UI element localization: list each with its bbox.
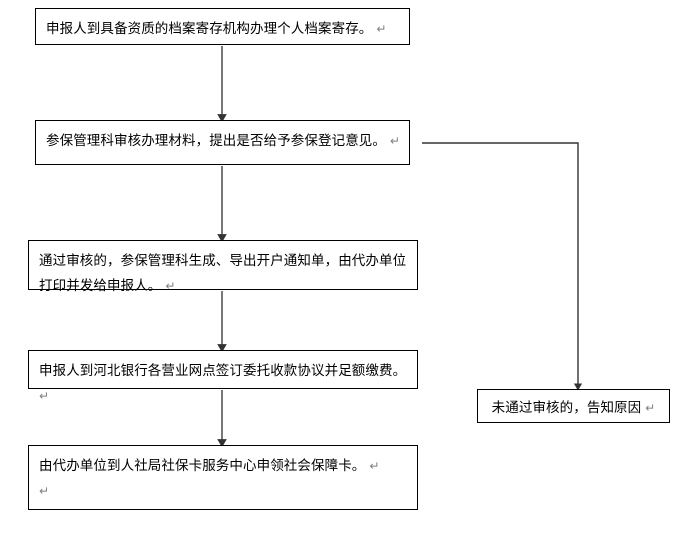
flow-node-rejected-notify-reason-label: 未通过审核的，告知原因 ↵ bbox=[491, 400, 656, 416]
paragraph-mark-second-line-icon: ↵ bbox=[39, 484, 50, 498]
flow-node-archive-deposit-label: 申报人到具备资质的档案寄存机构办理个人档案寄存。 ↵ bbox=[46, 21, 387, 37]
flow-node-approved-generate-notice[interactable]: 通过审核的，参保管理科生成、导出开户通知单，由代办单位打印并发给申报人。 ↵ bbox=[28, 240, 418, 294]
flow-node-review-materials[interactable]: 参保管理科审核办理材料，提出是否给予参保登记意见。 ↵ bbox=[35, 120, 410, 165]
flow-node-bank-agreement-payment[interactable]: 申报人到河北银行各营业网点签订委托收款协议并足额缴费。 ↵ bbox=[28, 350, 418, 403]
flow-node-bank-agreement-payment-label: 申报人到河北银行各营业网点签订委托收款协议并足额缴费。 ↵ bbox=[39, 363, 411, 403]
flow-node-social-security-card-label: 由代办单位到人社局社保卡服务中心申领社会保障卡。 ↵ bbox=[39, 458, 380, 474]
arrow-node2-to-node6 bbox=[422, 142, 583, 391]
flow-node-archive-deposit[interactable]: 申报人到具备资质的档案寄存机构办理个人档案寄存。 ↵ bbox=[35, 8, 410, 45]
flow-node-rejected-notify-reason[interactable]: 未通过审核的，告知原因 ↵ bbox=[477, 389, 670, 423]
paragraph-mark-icon: ↵ bbox=[365, 459, 380, 473]
paragraph-mark-icon: ↵ bbox=[641, 401, 656, 415]
flow-node-review-materials-label: 参保管理科审核办理材料，提出是否给予参保登记意见。 ↵ bbox=[46, 133, 401, 149]
flow-node-approved-generate-notice-label: 通过审核的，参保管理科生成、导出开户通知单，由代办单位打印并发给申报人。 ↵ bbox=[39, 253, 407, 294]
paragraph-mark-icon: ↵ bbox=[372, 22, 387, 36]
paragraph-mark-icon: ↵ bbox=[161, 279, 176, 293]
paragraph-mark-icon: ↵ bbox=[39, 364, 411, 403]
flow-node-social-security-card[interactable]: 由代办单位到人社局社保卡服务中心申领社会保障卡。 ↵ ↵ bbox=[28, 445, 418, 510]
paragraph-mark-icon: ↵ bbox=[386, 134, 401, 148]
